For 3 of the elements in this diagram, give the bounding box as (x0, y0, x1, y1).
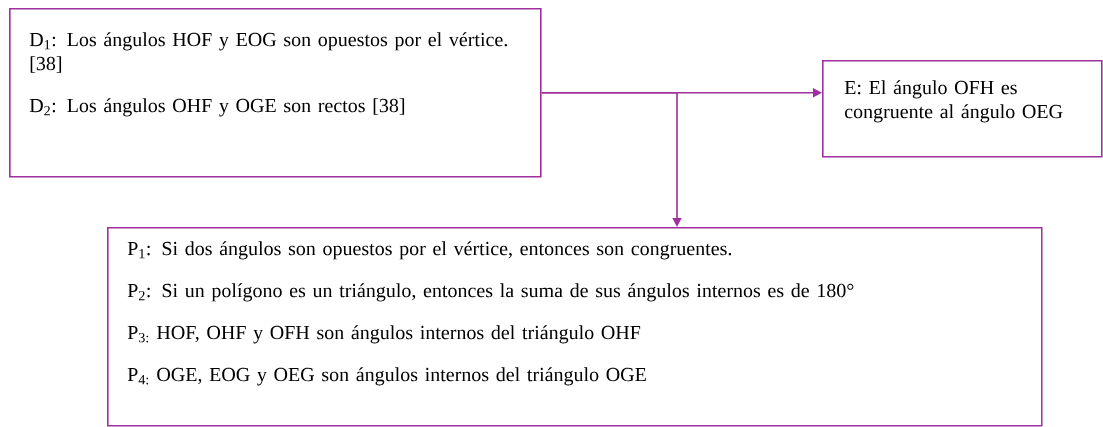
text-box: D$_{1}$: Los ángulos HOF y EOG son opuestos por el vértice. [38] D$_{2}$: Los ángulos OHF y OGE son rectos [38] (9, 8, 542, 178)
text-box: E: El ángulo OFH es congruente al ángulo OEG (822, 60, 1103, 158)
text-box: P$_{1}$: Si dos ángulos son opuestos por el vértice, entonces son congruentes. P$_{2}$: Si un polígono es un triángulo, entonces la suma de sus ángulos internos es de 180° P$_{3:}$ HOF, OHF y OFH son ángulos internos del triángulo OHF P$_{4:}$ OGE, EOG y OEG son ángulos internos del triángulo OGE (107, 227, 1043, 427)
